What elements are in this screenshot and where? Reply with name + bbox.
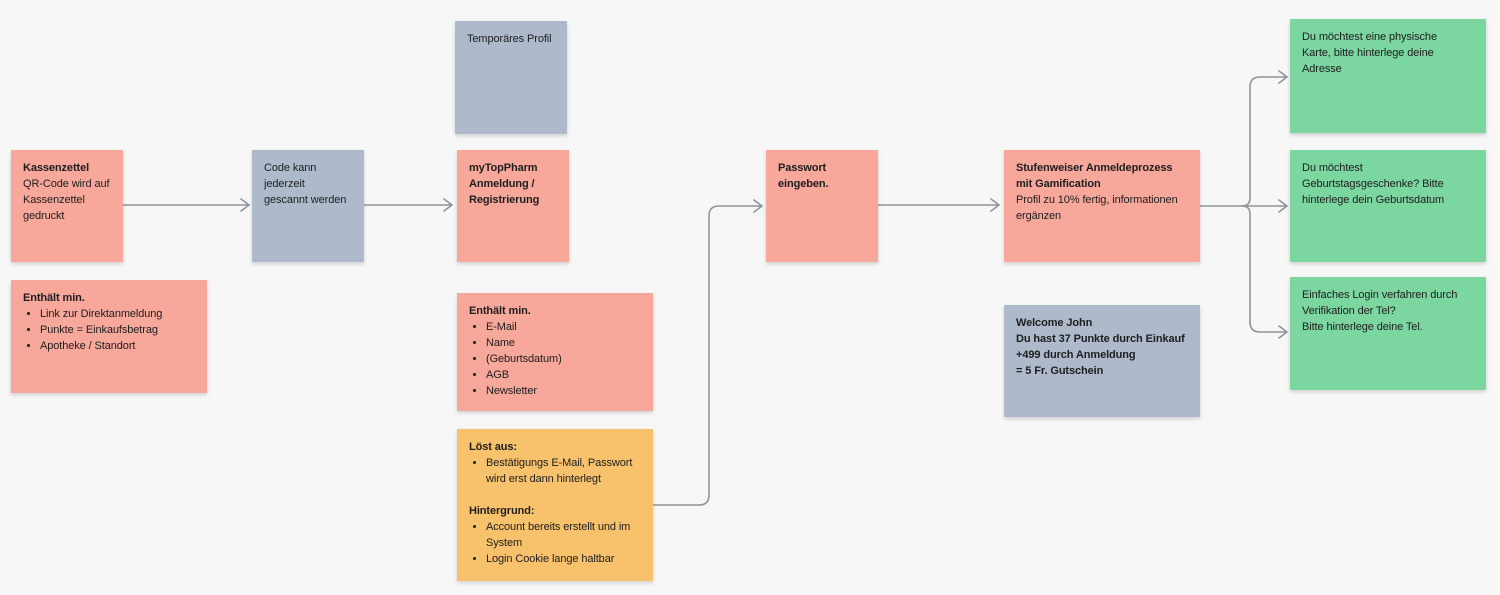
note-title: Enthält min. bbox=[23, 290, 195, 306]
note-body: Welcome John Du hast 37 Punkte durch Eink… bbox=[1016, 315, 1188, 379]
bullet-list: Account bereits erstellt und im SystemLog… bbox=[469, 519, 641, 567]
text-line: Verifikation der Tel? bbox=[1302, 305, 1396, 317]
text-line: jederzeit bbox=[264, 178, 305, 190]
note-enthaelt-anmeldung[interactable]: Enthält min. E-MailName (Geburtsdatum) AGB… bbox=[457, 293, 653, 411]
text-line: Bestätigungs E-Mail, Passwort bbox=[486, 457, 633, 469]
note-body: Temporäres Profil bbox=[467, 31, 555, 47]
text-line: Name bbox=[486, 337, 515, 349]
bullet-item: Login Cookie lange haltbar bbox=[486, 551, 641, 567]
bullet-item: Name bbox=[486, 335, 641, 351]
text-line: Du hast 37 Punkte durch Einkauf bbox=[1016, 333, 1185, 345]
text-line: Bitte hinterlege deine Tel. bbox=[1302, 321, 1423, 333]
blank-line bbox=[469, 487, 641, 503]
note-welcome-john[interactable]: Welcome John Du hast 37 Punkte durch Eink… bbox=[1004, 305, 1200, 417]
text-line: Einfaches Login verfahren durch bbox=[1302, 289, 1458, 301]
text-line: hinterlege dein Geburtsdatum bbox=[1302, 194, 1445, 206]
text-line: Apotheke / Standort bbox=[40, 340, 136, 352]
bullet-item: Link zur Direktanmeldung bbox=[40, 306, 195, 322]
connector-loestaus-to-passwort[interactable] bbox=[652, 199, 763, 506]
text-line: Link zur Direktanmeldung bbox=[40, 308, 163, 320]
text-line: Welcome John bbox=[1016, 317, 1093, 329]
text-line: +499 durch Anmeldung bbox=[1016, 349, 1136, 361]
text-line: Hintergrund: bbox=[469, 505, 535, 517]
text-line: ergänzen bbox=[1016, 210, 1062, 222]
connector-stufenweiser-to-karte[interactable] bbox=[1241, 70, 1288, 207]
text-line: = 5 Fr. Gutschein bbox=[1016, 365, 1104, 377]
text-line: Profil zu 10% fertig, informationen bbox=[1016, 194, 1178, 206]
bullet-item: AGB bbox=[486, 367, 641, 383]
bullet-item: (Geburtsdatum) bbox=[486, 351, 641, 367]
note-title: Kassenzettel bbox=[23, 160, 111, 176]
note-code-scannbar[interactable]: Code kann jederzeit gescannt werden bbox=[252, 150, 364, 262]
text-line: Kassenzettel bbox=[23, 194, 85, 206]
connector-kassenzettel-to-code[interactable] bbox=[122, 198, 250, 212]
note-title: Löst aus: bbox=[469, 439, 641, 455]
note-body: Code kann jederzeit gescannt werden bbox=[264, 160, 352, 208]
text-line: Login Cookie lange haltbar bbox=[486, 553, 615, 565]
text-line: Enthält min. bbox=[23, 292, 85, 304]
text-line: Löst aus: bbox=[469, 441, 517, 453]
note-loest-aus[interactable]: Löst aus: Bestätigungs E-Mail, Passwort w… bbox=[457, 429, 653, 581]
note-body: Profil zu 10% fertig, informationen ergän… bbox=[1016, 192, 1188, 224]
text-line: Du möchtest eine physische bbox=[1302, 31, 1437, 43]
text-line: (Geburtsdatum) bbox=[486, 353, 562, 365]
text-line: Punkte = Einkaufsbetrag bbox=[40, 324, 158, 336]
bullet-list: Bestätigungs E-Mail, Passwort wird erst d… bbox=[469, 455, 641, 487]
note-title: Passwort eingeben. bbox=[778, 160, 866, 192]
bullet-item: Account bereits erstellt und im System bbox=[486, 519, 641, 551]
text-line: E-Mail bbox=[486, 321, 517, 333]
text-line: Account bereits erstellt und im bbox=[486, 521, 631, 533]
connector-passwort-to-stufenweiser[interactable] bbox=[877, 198, 1000, 212]
note-passwort-eingeben[interactable]: Passwort eingeben. bbox=[766, 150, 878, 262]
bullet-list: E-MailName (Geburtsdatum) AGB Newsletter bbox=[469, 319, 641, 399]
text-line: Adresse bbox=[1302, 63, 1342, 75]
text-line: gedruckt bbox=[23, 210, 65, 222]
note-temporaeres-profil[interactable]: Temporäres Profil bbox=[455, 21, 567, 134]
text-line: Enthält min. bbox=[469, 305, 531, 317]
text-line: QR-Code wird auf bbox=[23, 178, 110, 190]
note-enthaelt-kassenzettel[interactable]: Enthält min. Link zur DirektanmeldungPun… bbox=[11, 280, 207, 393]
bullet-item: Bestätigungs E-Mail, Passwort wird erst d… bbox=[486, 455, 641, 487]
bullet-item: Newsletter bbox=[486, 383, 641, 399]
text-line: Registrierung bbox=[469, 194, 540, 206]
text-line: Temporäres Profil bbox=[467, 33, 552, 45]
note-title: Enthält min. bbox=[469, 303, 641, 319]
bullet-list: Link zur DirektanmeldungPunkte = Einkauf… bbox=[23, 306, 195, 354]
text-line: Geburtstagsgeschenke? Bitte bbox=[1302, 178, 1444, 190]
text-line: myTopPharm bbox=[469, 162, 538, 174]
text-line: Code kann bbox=[264, 162, 317, 174]
text-line: System bbox=[486, 537, 523, 549]
text-line: Stufenweiser Anmeldeprozess bbox=[1016, 162, 1173, 174]
text-line: Du möchtest bbox=[1302, 162, 1363, 174]
text-line: eingeben. bbox=[778, 178, 829, 190]
note-title: Stufenweiser Anmeldeprozess mit Gamificat… bbox=[1016, 160, 1188, 192]
note-subtitle: Hintergrund: bbox=[469, 503, 641, 519]
bullet-item: Apotheke / Standort bbox=[40, 338, 195, 354]
text-line: Passwort bbox=[778, 162, 827, 174]
bullet-item: Punkte = Einkaufsbetrag bbox=[40, 322, 195, 338]
bullet-item: E-Mail bbox=[486, 319, 641, 335]
text-line: Kassenzettel bbox=[23, 162, 90, 174]
connector-code-to-mytoppharm[interactable] bbox=[363, 198, 453, 212]
connector-stufenweiser-to-telefon[interactable] bbox=[1241, 205, 1288, 339]
text-line: Karte, bitte hinterlege deine bbox=[1302, 47, 1434, 59]
text-line: wird erst dann hinterlegt bbox=[486, 473, 601, 485]
text-line: mit Gamification bbox=[1016, 178, 1101, 190]
note-stufenweiser-anmeldeprozess[interactable]: Stufenweiser Anmeldeprozess mit Gamificat… bbox=[1004, 150, 1200, 262]
text-line: gescannt werden bbox=[264, 194, 347, 206]
text-line: AGB bbox=[486, 369, 509, 381]
text-line: Newsletter bbox=[486, 385, 537, 397]
text-line: Anmeldung / bbox=[469, 178, 535, 190]
